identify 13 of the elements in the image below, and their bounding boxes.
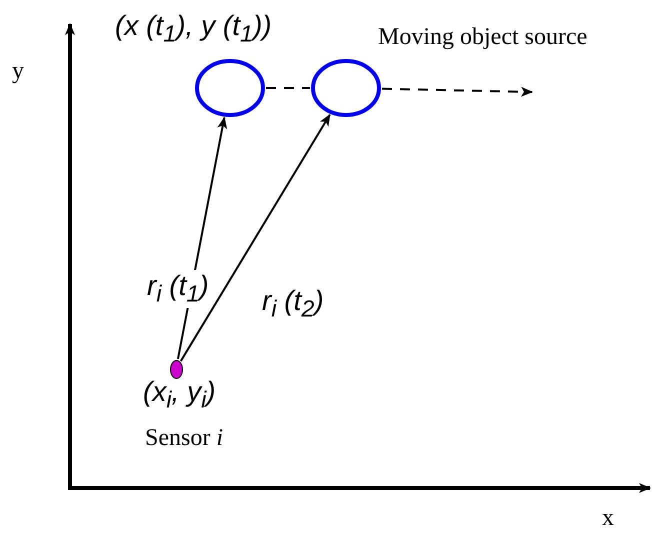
ellipse-node bbox=[195, 59, 265, 117]
caption-label: Moving object source bbox=[378, 24, 588, 51]
ellipse-node bbox=[311, 59, 381, 117]
axis-label: x bbox=[602, 505, 614, 532]
sensor-dot bbox=[170, 360, 182, 378]
connector-line bbox=[266, 87, 310, 89]
arrow bbox=[382, 86, 533, 97]
edge-label: r$_{i}$ (t$_{1}$) bbox=[147, 270, 209, 308]
sensor-label: Sensor i bbox=[145, 425, 224, 452]
axis-label: y bbox=[12, 58, 24, 85]
arrow bbox=[180, 114, 331, 362]
coordinate-label: (x$_{i}$, y$_{i}$) bbox=[143, 376, 216, 414]
coordinate-label: (x (t$_{1}$), y (t$_{1}$)) bbox=[115, 10, 272, 48]
